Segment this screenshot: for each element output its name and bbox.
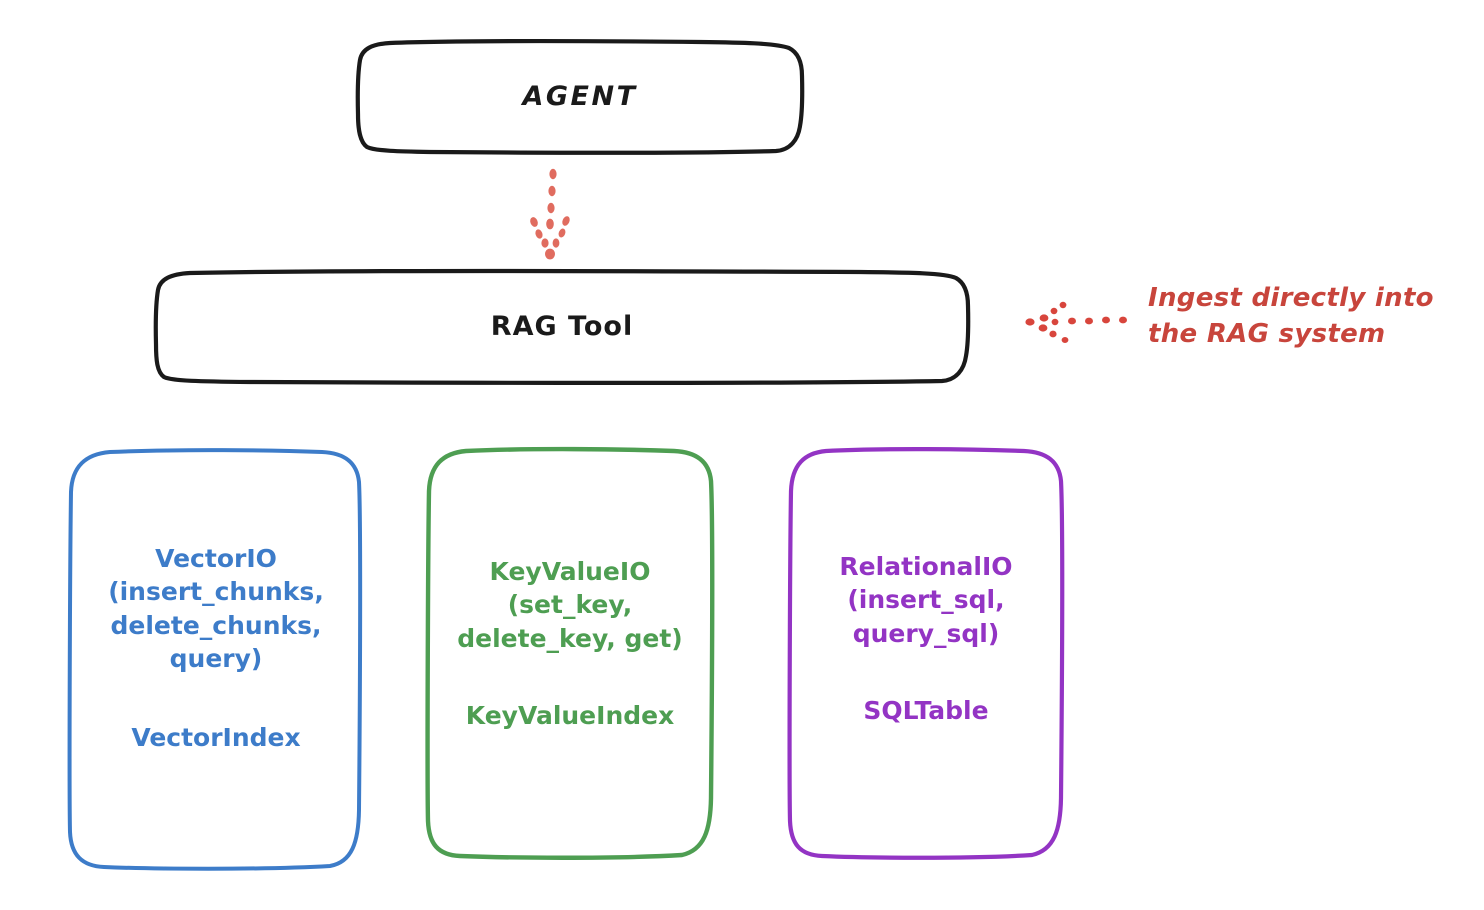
vector-index-label: VectorIndex	[131, 723, 301, 752]
ingest-annotation-text: Ingest directly into the RAG system	[1148, 283, 1434, 349]
key-value-io-card[interactable]: KeyValueIO (set_key, delete_key, get) Ke…	[428, 450, 712, 858]
vector-io-card[interactable]: VectorIO (insert_chunks, delete_chunks, …	[70, 450, 362, 870]
key-value-index-label: KeyValueIndex	[465, 700, 675, 730]
key-value-io-api-label: KeyValueIO (set_key, delete_key, get)	[457, 557, 683, 653]
relational-io-api-label: RelationalIO (insert_sql, query_sql)	[839, 552, 1013, 648]
rag-tool-label: RAG Tool	[490, 311, 634, 343]
ingest-dotted-arrow	[1025, 301, 1127, 343]
agent-label: AGENT	[522, 81, 638, 113]
relational-io-card[interactable]: RelationalIO (insert_sql, query_sql) SQL…	[790, 450, 1062, 858]
agent-to-rag-tool-arrow	[530, 168, 570, 260]
sql-table-label: SQLTable	[863, 695, 989, 725]
rag-tool-node[interactable]: RAG Tool	[156, 272, 968, 383]
vector-io-api-label: VectorIO (insert_chunks, delete_chunks, …	[108, 544, 324, 673]
agent-node[interactable]: AGENT	[358, 42, 802, 153]
